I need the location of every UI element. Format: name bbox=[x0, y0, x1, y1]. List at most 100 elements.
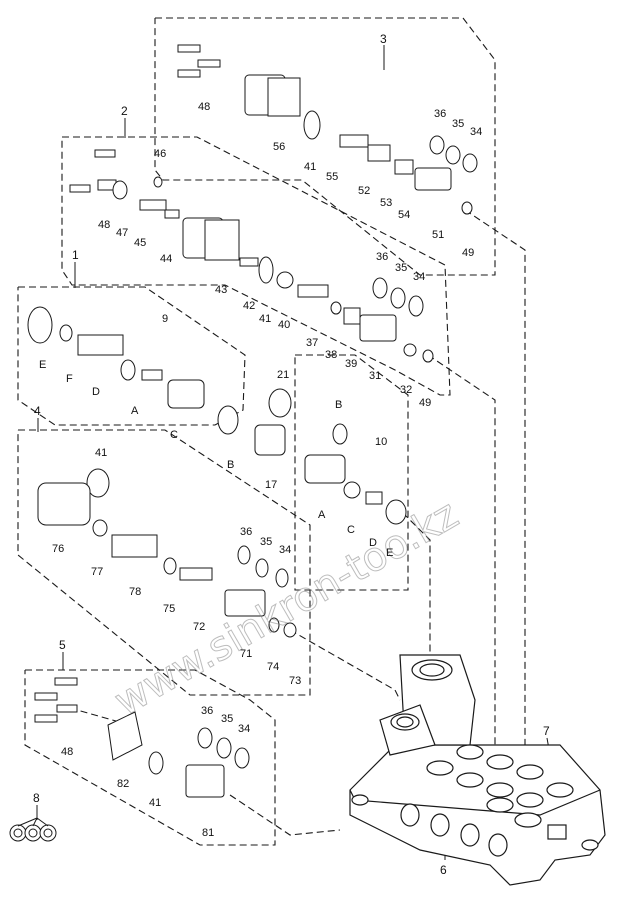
spool-72 bbox=[179, 567, 213, 581]
bolt-48i bbox=[34, 714, 58, 723]
part-label: 34 bbox=[238, 723, 250, 735]
group-4-labels: 41 76 77 78 75 72 36 35 34 71 74 73 bbox=[52, 447, 301, 687]
part-label: 49 bbox=[462, 247, 474, 259]
part-74 bbox=[268, 617, 280, 633]
group-5-labels: 48 82 41 36 35 34 81 bbox=[61, 705, 250, 839]
part-46 bbox=[153, 176, 163, 188]
spring-D bbox=[77, 334, 124, 356]
leader-line-2 bbox=[427, 354, 496, 820]
leader-line-3 bbox=[464, 209, 526, 830]
oring-35-g2 bbox=[390, 287, 406, 309]
part-label: C bbox=[347, 524, 355, 536]
group-label: 3 bbox=[380, 32, 387, 46]
group-label: 4 bbox=[34, 404, 41, 418]
group-2-parts bbox=[69, 149, 434, 363]
part-label: 38 bbox=[325, 349, 337, 361]
part-label: 37 bbox=[306, 337, 318, 349]
part-label: F bbox=[66, 373, 73, 385]
ring-49-g3 bbox=[461, 201, 473, 215]
group-5-outline bbox=[24, 669, 276, 846]
oring-B-g1sub bbox=[332, 423, 348, 445]
group-label: 5 bbox=[59, 638, 66, 652]
part-A-g1sub bbox=[304, 454, 346, 484]
group-label: 7 bbox=[543, 724, 550, 738]
part-label: 76 bbox=[52, 543, 64, 555]
valve-81 bbox=[185, 764, 225, 798]
part-75 bbox=[163, 557, 177, 575]
ring-F bbox=[59, 324, 73, 342]
part-label: 54 bbox=[398, 209, 410, 221]
part-label: 42 bbox=[243, 300, 255, 312]
part-42 bbox=[239, 257, 259, 267]
spring-D-g1sub bbox=[365, 491, 383, 505]
part-label: 44 bbox=[160, 253, 172, 265]
part-label: D bbox=[92, 386, 100, 398]
part-label: 34 bbox=[279, 544, 291, 556]
spring-44 bbox=[164, 209, 180, 219]
part-label: 45 bbox=[134, 237, 146, 249]
ring-49-g2 bbox=[422, 349, 434, 363]
part-label: 46 bbox=[154, 148, 166, 160]
oring-36-g5 bbox=[197, 727, 213, 749]
oring-41-g3 bbox=[303, 110, 321, 140]
part-label: 41 bbox=[304, 161, 316, 173]
part-label: 41 bbox=[149, 797, 161, 809]
group-label: 6 bbox=[440, 863, 447, 877]
group-1-outline bbox=[17, 286, 246, 426]
part-label: 49 bbox=[419, 397, 431, 409]
part-label: 52 bbox=[358, 185, 370, 197]
oring-41-g5 bbox=[148, 751, 164, 775]
group-5-parts bbox=[34, 677, 250, 798]
part-label: 73 bbox=[289, 675, 301, 687]
part-label: 78 bbox=[129, 586, 141, 598]
part-53 bbox=[394, 159, 414, 175]
oring-34-g2 bbox=[408, 295, 424, 317]
part-label: D bbox=[369, 537, 377, 549]
part-label: 36 bbox=[240, 526, 252, 538]
valve-31 bbox=[359, 314, 397, 342]
leader-line-5 bbox=[229, 794, 341, 836]
part-label: 35 bbox=[260, 536, 272, 548]
part-label: 71 bbox=[240, 648, 252, 660]
part-label: 40 bbox=[278, 319, 290, 331]
oring-34-g3 bbox=[462, 153, 478, 173]
group-2-outline bbox=[61, 136, 451, 396]
group-3-outline bbox=[154, 17, 496, 276]
part-label: 48 bbox=[198, 101, 210, 113]
part-label: 41 bbox=[259, 313, 271, 325]
solenoid-43-flange bbox=[204, 219, 240, 261]
part-label: 53 bbox=[380, 197, 392, 209]
part-17 bbox=[254, 424, 286, 456]
part-52 bbox=[367, 144, 391, 162]
part-label: 21 bbox=[277, 369, 289, 381]
bolt-48h bbox=[34, 692, 58, 701]
part-label: 32 bbox=[400, 384, 412, 396]
part-label: 39 bbox=[345, 358, 357, 370]
group-1-labels: 9 E F D A C B 21 17 B 10 A C D E bbox=[39, 313, 393, 559]
part-47 bbox=[112, 180, 128, 200]
oring-41-g4 bbox=[86, 468, 110, 498]
solenoid-56-flange bbox=[267, 77, 301, 117]
part-label: 31 bbox=[369, 370, 381, 382]
oring-34-g4 bbox=[275, 568, 289, 588]
oring-41-g2 bbox=[258, 256, 274, 284]
part-label: 75 bbox=[163, 603, 175, 615]
bolt-48a bbox=[177, 44, 201, 53]
part-label: 17 bbox=[265, 479, 277, 491]
part-label: 81 bbox=[202, 827, 214, 839]
part-label: B bbox=[335, 399, 342, 411]
plug-E-g1sub bbox=[385, 499, 407, 525]
part-45 bbox=[139, 199, 167, 211]
part-label: 43 bbox=[215, 284, 227, 296]
part-label: 41 bbox=[95, 447, 107, 459]
part-label: 35 bbox=[452, 118, 464, 130]
plate-82 bbox=[107, 711, 143, 761]
oring-21 bbox=[268, 388, 292, 418]
part-77 bbox=[92, 519, 108, 537]
group-2-labels: 46 48 47 45 44 43 42 41 40 37 38 39 36 3… bbox=[98, 148, 431, 409]
part-38 bbox=[330, 301, 342, 315]
part-label: 36 bbox=[376, 251, 388, 263]
oring-A-g1 bbox=[120, 359, 136, 381]
group-1-parts bbox=[27, 306, 407, 525]
